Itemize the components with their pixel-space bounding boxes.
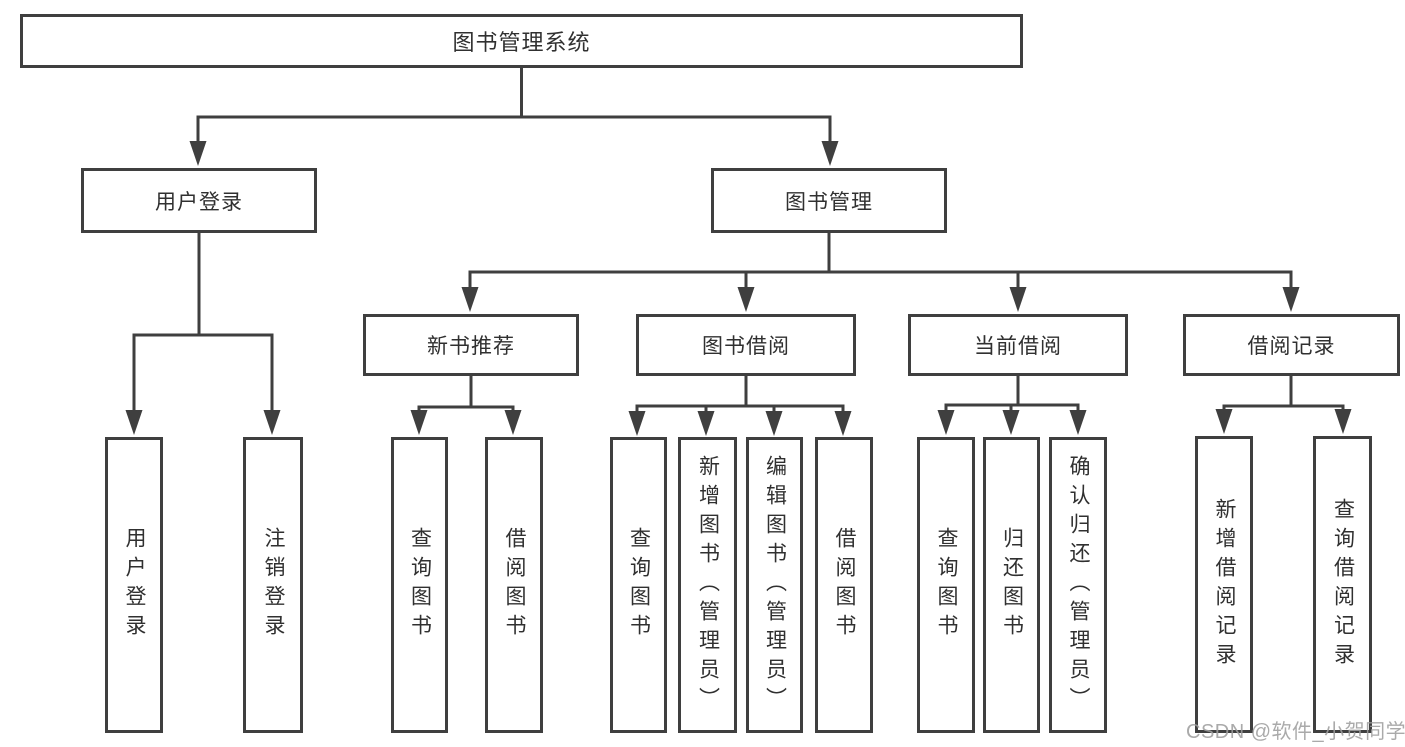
node-book-management: 图书管理 <box>711 168 947 233</box>
node-book-borrow: 图书借阅 <box>636 314 856 376</box>
leaf-borrow-books-label: 借阅图书 <box>833 527 857 643</box>
watermark: CSDN @软件_小贺同学 <box>1186 721 1405 743</box>
leaf-query-borrow-record-label: 查询借阅记录 <box>1331 497 1355 672</box>
node-book-management-label: 图书管理 <box>785 190 873 214</box>
leaf-borrow-books-recommend: 借阅图书 <box>485 437 543 733</box>
leaf-query-books-borrow-label: 查询图书 <box>627 527 651 643</box>
leaf-add-book-admin-label: 新增图书（管理员） <box>696 454 720 716</box>
leaf-add-borrow-record: 新增借阅记录 <box>1195 436 1253 733</box>
node-current-borrow-label: 当前借阅 <box>974 335 1062 358</box>
node-user-login-label: 用户登录 <box>155 190 243 214</box>
connector-lines <box>132 68 1345 422</box>
connector-arrowheads <box>125 141 1352 436</box>
leaf-query-borrow-record: 查询借阅记录 <box>1313 436 1372 733</box>
leaf-confirm-return-admin: 确认归还（管理员） <box>1049 437 1107 733</box>
node-new-book-recommend: 新书推荐 <box>363 314 579 376</box>
node-new-book-recommend-label: 新书推荐 <box>427 335 515 358</box>
leaf-query-books-recommend: 查询图书 <box>391 437 448 733</box>
leaf-user-login: 用户登录 <box>105 437 163 733</box>
leaf-query-books-current: 查询图书 <box>917 437 975 733</box>
leaf-query-books-current-label: 查询图书 <box>935 527 959 643</box>
node-user-login: 用户登录 <box>81 168 317 233</box>
leaf-logout: 注销登录 <box>243 437 303 733</box>
leaf-edit-book-admin: 编辑图书（管理员） <box>746 437 803 733</box>
node-root: 图书管理系统 <box>20 14 1023 68</box>
leaf-confirm-return-admin-label: 确认归还（管理员） <box>1067 454 1091 716</box>
leaf-query-books-recommend-label: 查询图书 <box>408 527 432 643</box>
leaf-return-books-label: 归还图书 <box>1000 527 1024 643</box>
leaf-borrow-books: 借阅图书 <box>815 437 873 733</box>
node-current-borrow: 当前借阅 <box>908 314 1128 376</box>
leaf-borrow-books-recommend-label: 借阅图书 <box>503 527 527 643</box>
node-borrow-records-label: 借阅记录 <box>1247 335 1336 358</box>
leaf-return-books: 归还图书 <box>983 437 1040 733</box>
node-book-borrow-label: 图书借阅 <box>702 335 790 358</box>
node-root-label: 图书管理系统 <box>452 30 591 55</box>
leaf-logout-label: 注销登录 <box>262 527 286 643</box>
leaf-user-login-label: 用户登录 <box>123 527 147 643</box>
leaf-edit-book-admin-label: 编辑图书（管理员） <box>763 454 787 716</box>
leaf-add-borrow-record-label: 新增借阅记录 <box>1213 497 1237 672</box>
leaf-query-books-borrow: 查询图书 <box>610 437 667 733</box>
leaf-add-book-admin: 新增图书（管理员） <box>678 437 737 733</box>
node-borrow-records: 借阅记录 <box>1183 314 1400 376</box>
